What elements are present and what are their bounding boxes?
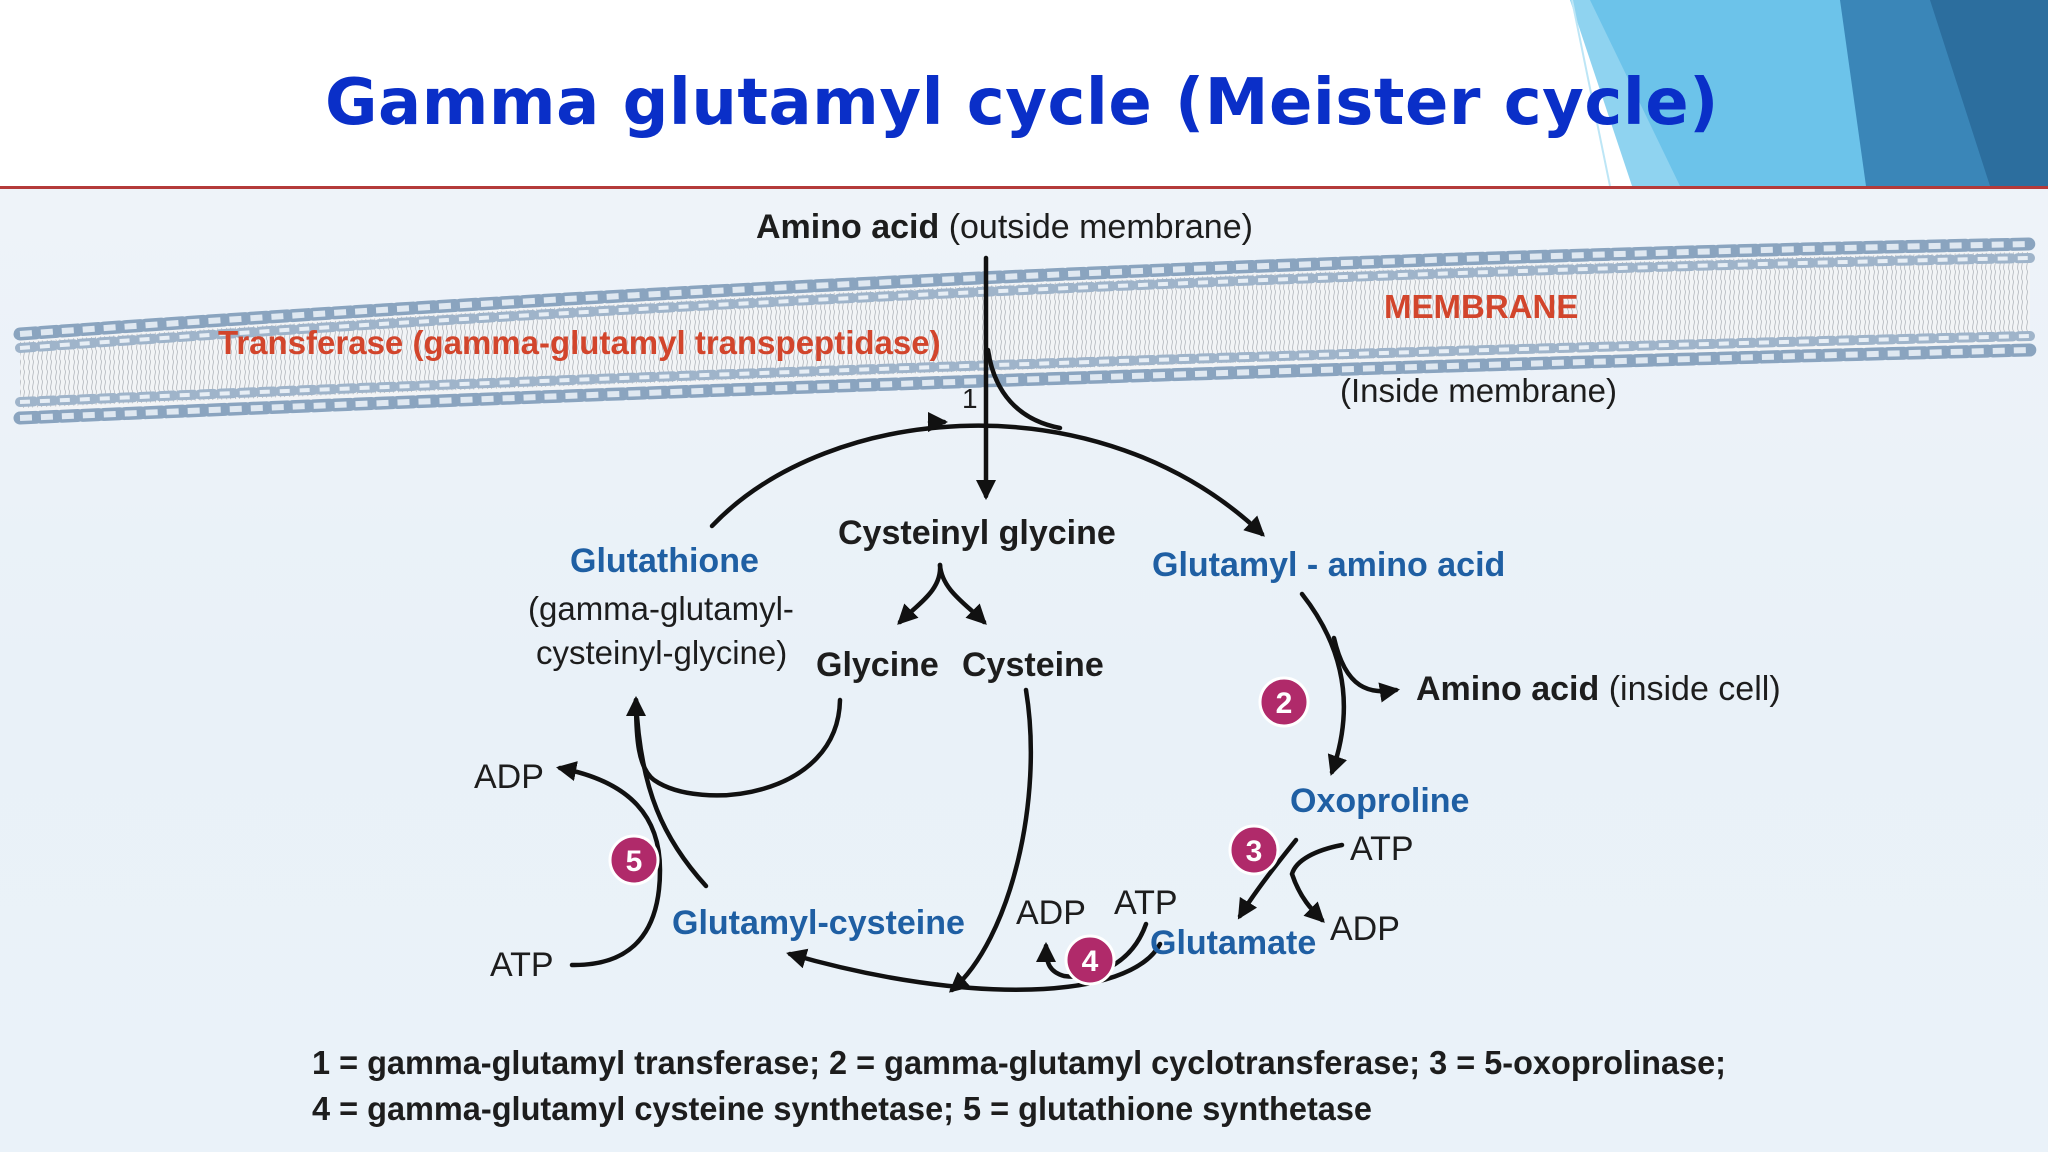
label-atp-5: ATP (490, 946, 554, 984)
label-glutathione-sub1: (gamma-glutamyl- (528, 590, 794, 627)
arrow-oxoproline-to-glutamate (1237, 837, 1299, 920)
label-membrane: MEMBRANE (1384, 288, 1578, 325)
membrane-lower-inner-leaflet (15, 331, 2035, 407)
arrow-cysteine-down (948, 687, 1033, 993)
label-transferase: Transferase (gamma-glutamyl transpeptida… (218, 324, 941, 361)
svg-text:2: 2 (1276, 687, 1293, 720)
label-atp-3: ATP (1350, 830, 1414, 868)
arrow-atp-adp-5 (556, 761, 663, 968)
label-oxoproline: Oxoproline (1290, 782, 1469, 820)
arrow-to-glycine (897, 562, 943, 625)
arrow-transfer-branch (985, 347, 1063, 431)
page-title: Gamma glutamyl cycle (Meister cycle) (325, 66, 1719, 140)
label-adp-5: ADP (474, 758, 544, 796)
badge-step-4: 4 (1064, 934, 1116, 986)
label-step-1: 1 (962, 383, 978, 414)
badge-step-2: 2 (1258, 676, 1310, 728)
label-glutamate: Glutamate (1150, 924, 1316, 962)
arrow-release-amino-acid (1331, 635, 1401, 703)
legend-line-1: 1 = gamma-glutamyl transferase; 2 = gamm… (312, 1044, 1726, 1081)
svg-text:4: 4 (1082, 945, 1099, 978)
label-adp-4: ADP (1016, 894, 1086, 932)
label-cysteinyl-glycine: Cysteinyl glycine (838, 514, 1116, 552)
arrow-glutamyl-to-oxoproline (1299, 591, 1347, 776)
arrow-glutamyl-cysteine-up (633, 697, 709, 889)
label-inside-membrane: (Inside membrane) (1340, 372, 1617, 409)
label-glutamyl-cysteine: Glutamyl-cysteine (672, 904, 965, 942)
arrow-glycine-to-glutathione (625, 695, 843, 798)
corner-decoration (1570, 0, 2048, 186)
label-glutathione: Glutathione (570, 542, 759, 580)
svg-text:5: 5 (626, 845, 643, 878)
legend-line-2: 4 = gamma-glutamyl cysteine synthetase; … (312, 1090, 1372, 1127)
label-atp-4: ATP (1114, 884, 1178, 922)
svg-text:3: 3 (1246, 835, 1263, 868)
arrow-to-cysteine (937, 562, 987, 625)
label-adp-3: ADP (1330, 910, 1400, 948)
badge-step-5: 5 (608, 834, 660, 886)
label-amino-acid-inside: Amino acid (inside cell) (1416, 670, 1781, 708)
label-glutathione-sub2: cysteinyl-glycine) (536, 634, 787, 671)
arrow-cycle-bottom (786, 941, 1163, 992)
badge-step-3: 3 (1228, 824, 1280, 876)
label-amino-acid-outside: Amino acid (outside membrane) (756, 208, 1253, 246)
label-glycine: Glycine (816, 646, 939, 684)
arrow-cycle-top (709, 423, 1265, 537)
arrow-atp-adp-4 (1035, 921, 1149, 979)
arrow-atp-3 (1289, 842, 1345, 923)
membrane-bilayer (13, 237, 2037, 425)
label-glutamyl-amino-acid: Glutamyl - amino acid (1152, 546, 1505, 584)
label-cysteine: Cysteine (962, 646, 1104, 684)
